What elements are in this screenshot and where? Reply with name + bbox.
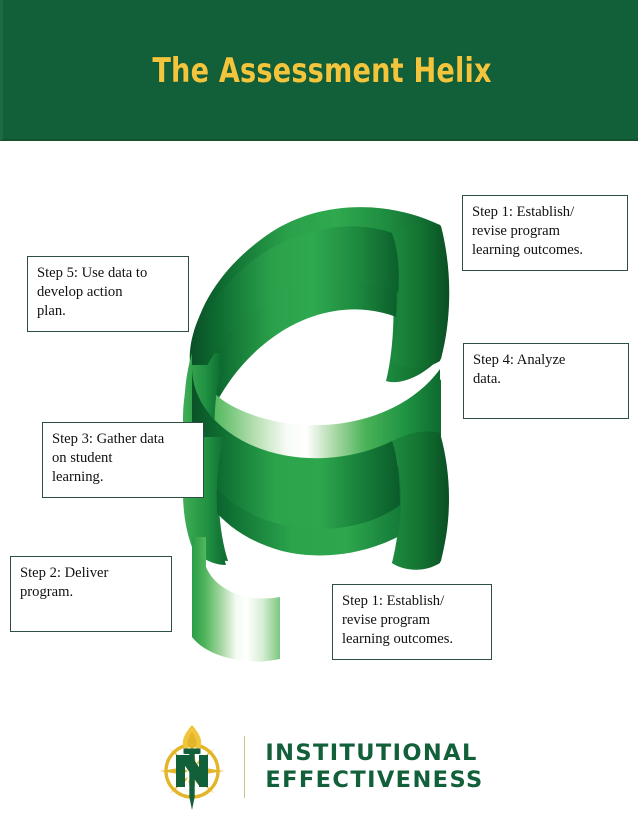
step-box-1-bottom: Step 1: Establish/ revise program learni… — [332, 584, 492, 660]
step-box-2: Step 2: Deliver program. — [10, 556, 172, 632]
page-title: The Assessment Helix — [152, 50, 492, 91]
step-line: data. — [473, 370, 501, 387]
step-line: revise program — [342, 611, 430, 628]
helix-top-right-edge — [392, 223, 449, 368]
step-line: Step 5: Use data to — [37, 265, 148, 281]
step-box-5: Step 5: Use data to develop action plan. — [27, 256, 189, 332]
step-line: Step 3: Gather data — [52, 431, 165, 447]
step-line: on student — [52, 449, 113, 466]
step-line: revise program — [472, 222, 560, 239]
step-line: learning. — [52, 468, 104, 485]
logo-wordmark: INSTITUTIONAL EFFECTIVENESS — [265, 740, 483, 793]
step-box-3: Step 3: Gather data on student learning. — [42, 422, 204, 498]
step-line: learning outcomes. — [472, 241, 584, 258]
helix-tail-face — [192, 537, 280, 662]
step-box-4: Step 4: Analyze data. — [463, 343, 629, 419]
step-line: Step 4: Analyze — [473, 352, 566, 368]
step-line: develop action — [37, 283, 123, 300]
step-line: program. — [20, 583, 74, 600]
step-line: Step 1: Establish/ — [472, 204, 575, 220]
step-box-1-top: Step 1: Establish/ revise program learni… — [462, 195, 628, 271]
wordmark-line-2: EFFECTIVENESS — [265, 767, 484, 793]
logo-divider — [244, 736, 246, 798]
helix-final-overlay — [183, 207, 449, 662]
helix-top-body — [192, 226, 399, 427]
nmu-compass-torch-icon — [160, 725, 225, 810]
step-line: Step 2: Deliver — [20, 565, 109, 581]
helix-lower-body — [192, 367, 400, 529]
header-banner: The Assessment Helix — [0, 0, 638, 141]
step-line: learning outcomes. — [342, 630, 454, 647]
step-line: plan. — [37, 302, 66, 319]
wordmark-line-1: INSTITUTIONAL — [265, 740, 478, 767]
step-line: Step 1: Establish/ — [342, 593, 445, 609]
footer-logo-lockup: INSTITUTIONAL EFFECTIVENESS — [0, 714, 638, 820]
helix-lower-right-edge — [392, 431, 449, 570]
